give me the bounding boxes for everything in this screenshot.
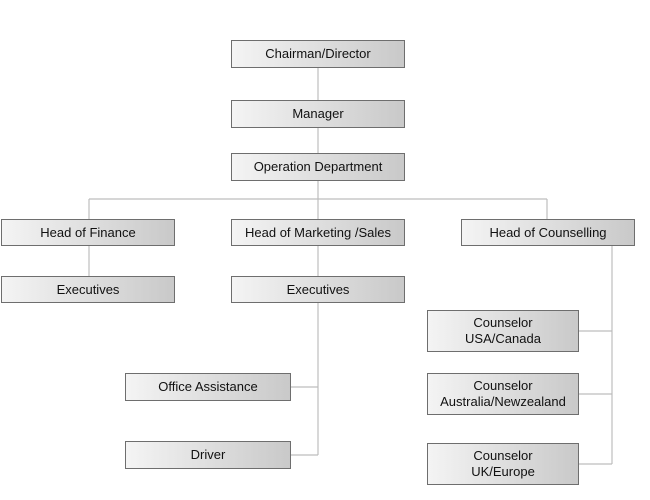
node-finance-executives: Executives — [1, 276, 175, 303]
node-label: Head of Marketing /Sales — [245, 224, 391, 240]
node-counselor-australia-newzealand: Counselor Australia/Newzealand — [427, 373, 579, 415]
node-head-of-finance: Head of Finance — [1, 219, 175, 246]
node-label: Head of Counselling — [489, 224, 607, 240]
node-label-line1: Counselor — [473, 448, 533, 463]
node-counselor-uk-europe: Counselor UK/Europe — [427, 443, 579, 485]
node-label: Executives — [56, 281, 120, 297]
node-operation-department: Operation Department — [231, 153, 405, 181]
node-label-line2: USA/Canada — [465, 331, 541, 346]
node-manager: Manager — [231, 100, 405, 128]
node-label-line2: Australia/Newzealand — [440, 394, 566, 409]
node-label: Chairman/Director — [265, 46, 371, 61]
node-label: Head of Finance — [40, 224, 136, 240]
node-chairman-director: Chairman/Director — [231, 40, 405, 68]
node-head-of-counselling: Head of Counselling — [461, 219, 635, 246]
node-label-line2: UK/Europe — [471, 464, 535, 479]
node-head-of-marketing-sales: Head of Marketing /Sales — [231, 219, 405, 246]
node-label: Executives — [286, 281, 350, 297]
node-label: Office Assistance — [158, 379, 258, 394]
node-marketing-executives: Executives — [231, 276, 405, 303]
node-driver: Driver — [125, 441, 291, 469]
node-label-line1: Counselor — [473, 315, 533, 330]
node-counselor-usa-canada: Counselor USA/Canada — [427, 310, 579, 352]
node-label: Driver — [190, 447, 226, 462]
node-office-assistance: Office Assistance — [125, 373, 291, 401]
node-label-line1: Counselor — [473, 378, 533, 393]
node-label: Manager — [292, 106, 344, 121]
node-label: Operation Department — [253, 159, 383, 174]
